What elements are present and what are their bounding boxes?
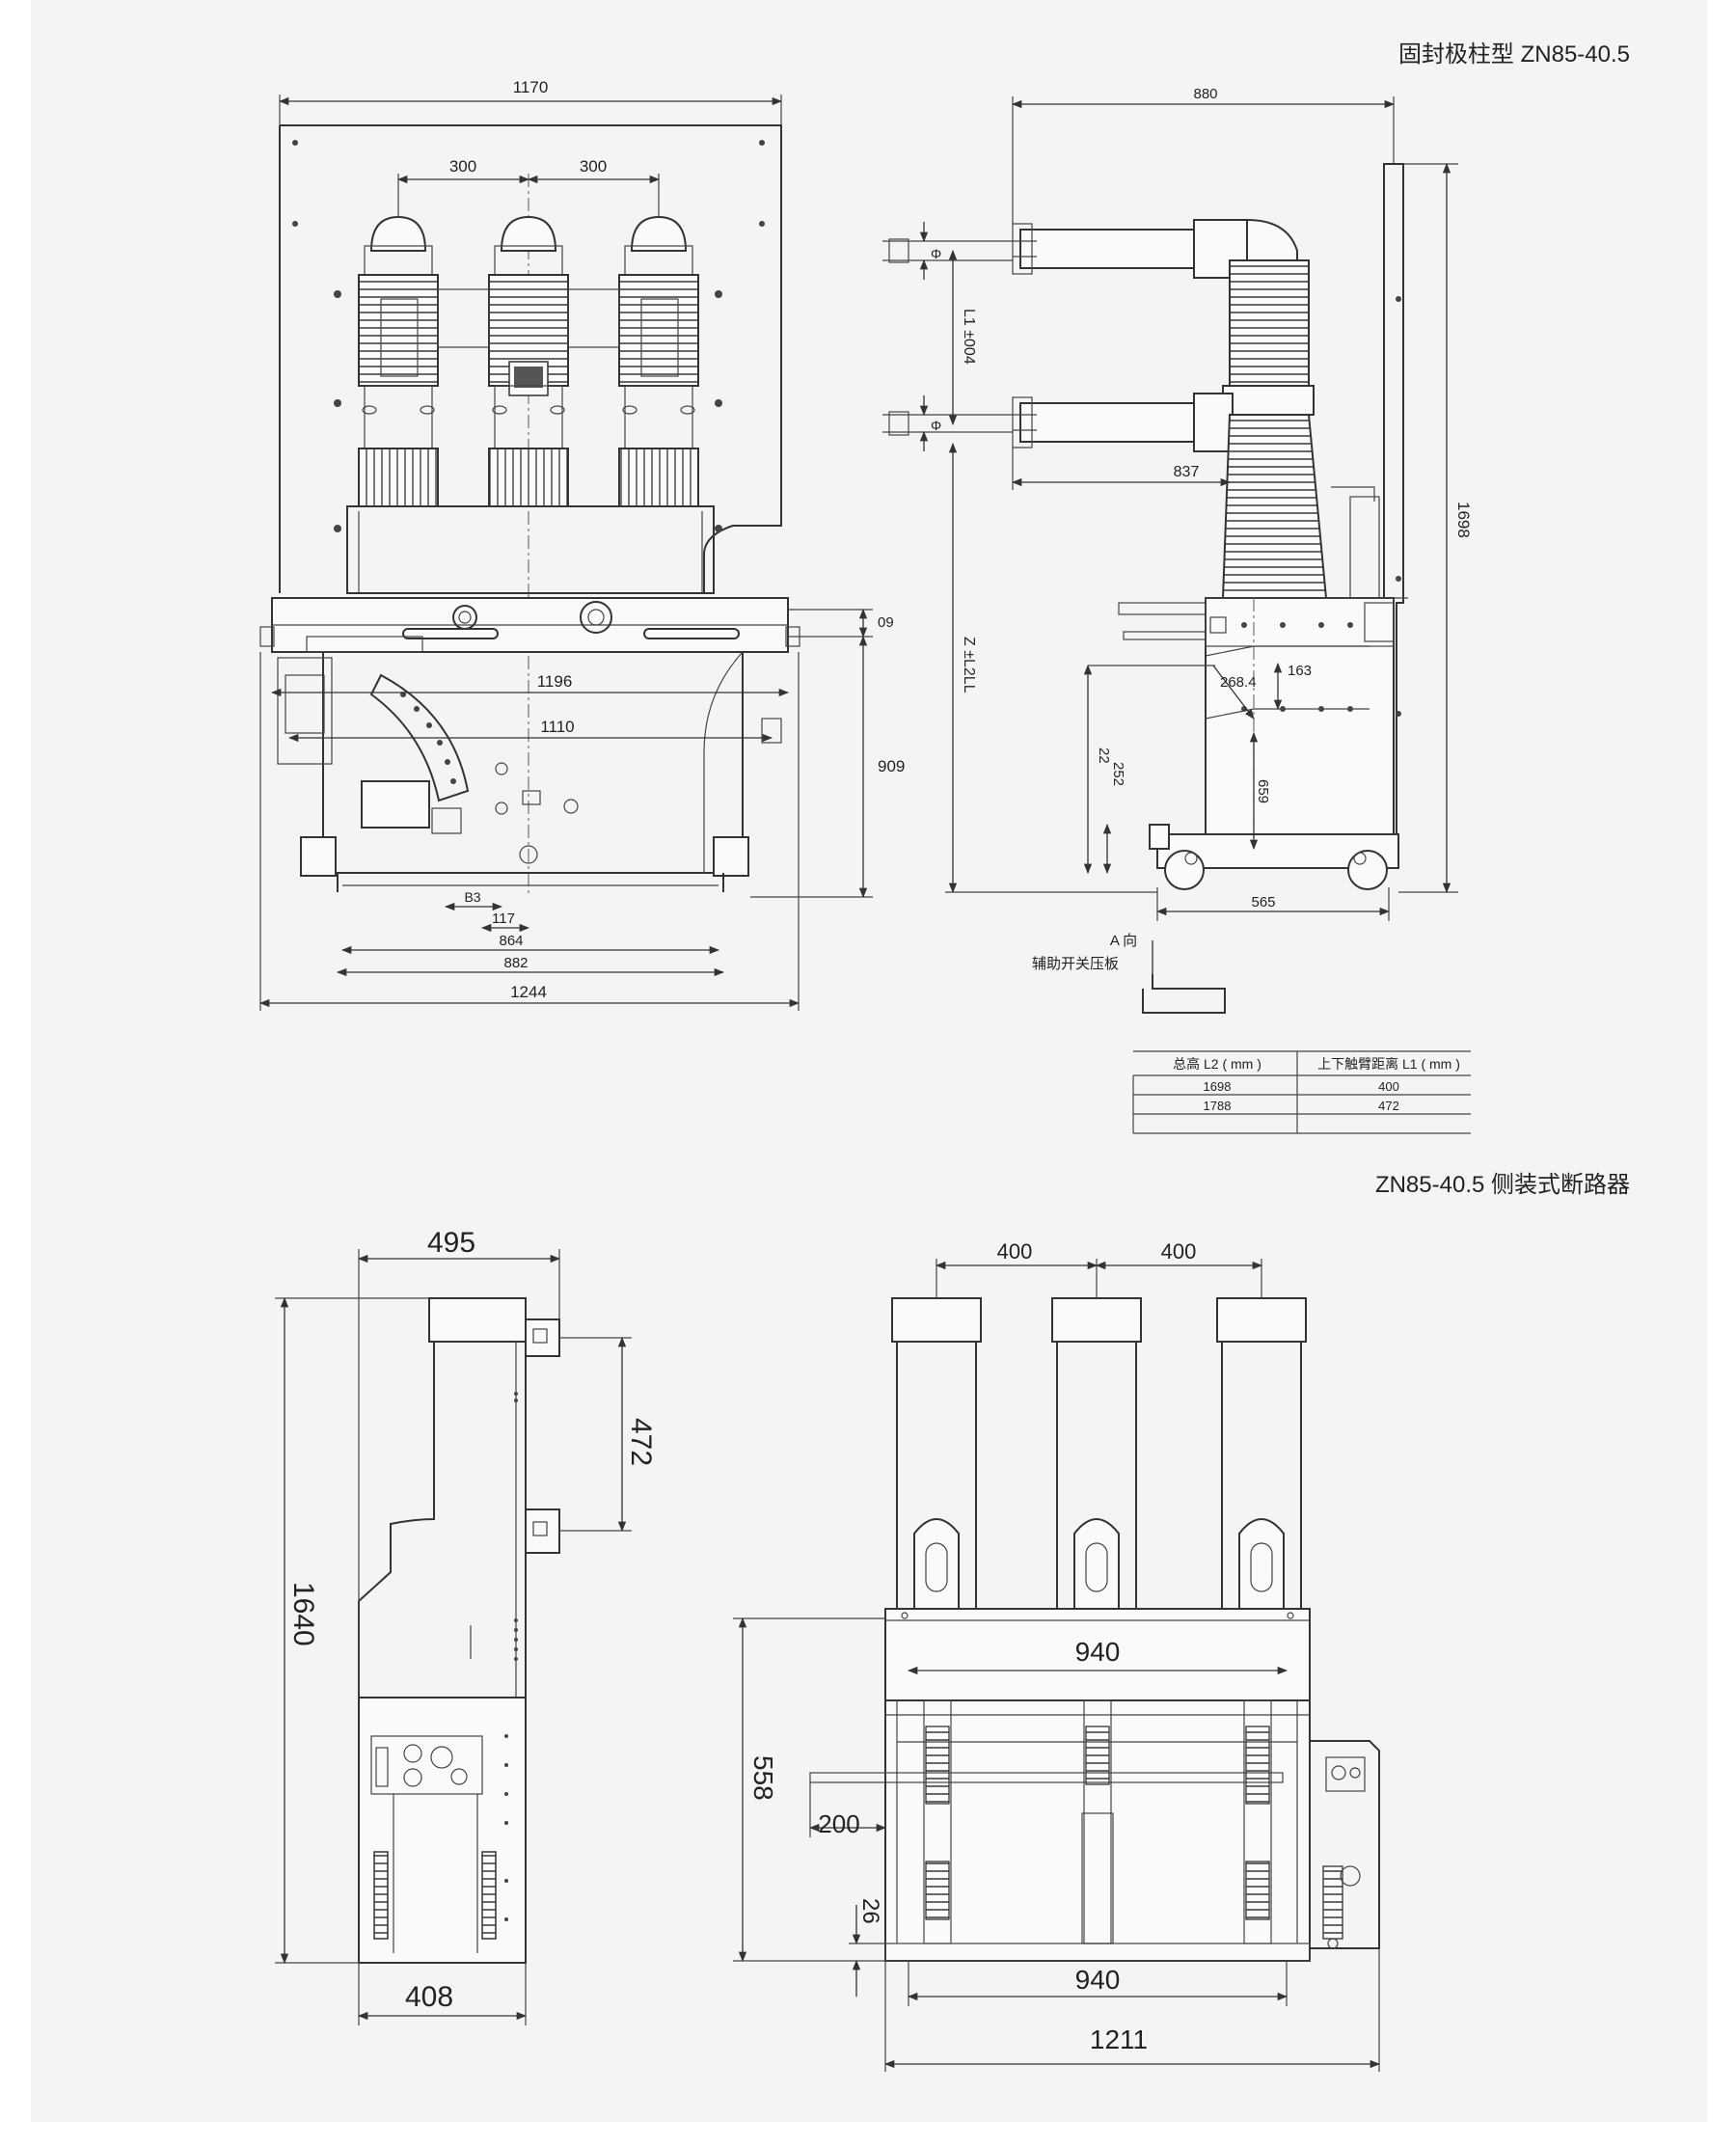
dim-09: 09	[878, 614, 894, 631]
dim-558: 558	[748, 1755, 778, 1801]
front-view-bottom	[809, 1297, 1380, 1962]
side-view-top	[1012, 163, 1408, 890]
upper-arm	[1019, 229, 1195, 269]
dim-408: 408	[405, 1981, 453, 2013]
dim-268: 268.4	[1220, 674, 1257, 691]
dim-163: 163	[1288, 663, 1312, 679]
phi-lower: Φ	[931, 418, 941, 433]
dim-26: 26	[857, 1898, 883, 1924]
spec-table: 上下触臂距离 L1 ( mm ) 总高 L2 ( mm ) 400 1698 4…	[1132, 1050, 1471, 1134]
dim-l1: L1 ±004	[961, 309, 977, 365]
dim-1244: 1244	[510, 983, 547, 1001]
dim-1196: 1196	[537, 672, 573, 691]
dim-495: 495	[427, 1227, 475, 1259]
drawing-sheet	[31, 0, 1707, 2122]
pole-right	[618, 215, 699, 507]
table-cell: 400	[1378, 1079, 1399, 1094]
lower-arm	[1019, 402, 1195, 443]
table-header-l1: 上下触臂距离 L1 ( mm )	[1317, 1056, 1460, 1072]
dim-400-b: 400	[1161, 1239, 1197, 1264]
mechanism-body	[322, 652, 744, 874]
lower-bellows	[1221, 414, 1328, 599]
dim-837: 837	[1174, 464, 1200, 480]
table-cell: 1698	[1204, 1079, 1232, 1094]
dim-880: 880	[1193, 86, 1217, 102]
dims-front-top: 1170 300 300 1196 1110 B3 117 864 882 12…	[258, 78, 905, 1011]
title-bottom: ZN85-40.5 侧装式断路器	[1375, 1172, 1630, 1198]
dim-300-a: 300	[449, 157, 476, 176]
phi-upper: Φ	[931, 246, 941, 261]
dim-252: 252	[1110, 762, 1126, 786]
bottom-pole-middle	[1051, 1297, 1142, 1610]
arc-plate	[369, 673, 470, 802]
title-top: 固封极柱型 ZN85-40.5	[1398, 41, 1630, 68]
front-view-top	[259, 124, 800, 897]
dim-565: 565	[1251, 894, 1275, 910]
crossbar	[884, 1608, 1311, 1701]
dim-300-b: 300	[580, 157, 607, 176]
dims-side-bottom: 495 472 1640 408	[275, 1227, 657, 2025]
dim-940-lower: 940	[1075, 1965, 1121, 1995]
dim-659: 659	[1255, 779, 1271, 803]
dims-front-bottom: 400 400 940 558 200 26 940 1211	[733, 1239, 1381, 2072]
table-cell: 1788	[1204, 1099, 1232, 1113]
dim-864: 864	[499, 933, 523, 949]
dim-1211: 1211	[1090, 2025, 1148, 2054]
dim-940-upper: 940	[1075, 1637, 1121, 1667]
dims-side-top: 880 Φ Φ L1 ±004 837 1698 Z ±L2LL 163 268…	[882, 86, 1473, 1014]
dim-l2: Z ±L2LL	[961, 637, 977, 693]
dim-1640: 1640	[287, 1582, 319, 1646]
dim-22: 22	[1096, 747, 1112, 764]
bottom-pole-left	[891, 1297, 982, 1610]
side-mechanism	[1205, 597, 1395, 835]
side-view-bottom	[358, 1297, 560, 1964]
dim-882: 882	[503, 955, 528, 971]
table-header-l2: 总高 L2 ( mm )	[1173, 1056, 1261, 1072]
dim-b3: B3	[464, 889, 480, 905]
dim-117: 117	[492, 910, 515, 927]
a-direction: A 向	[1110, 933, 1137, 949]
dim-909: 909	[878, 757, 905, 775]
dim-472: 472	[625, 1418, 657, 1466]
pole-middle	[488, 215, 569, 507]
aux-switch-label: 辅助开关压板	[1032, 955, 1119, 972]
upper-bellows	[1229, 259, 1310, 396]
dim-1698: 1698	[1454, 502, 1473, 538]
pole-left	[358, 215, 439, 507]
dim-1110: 1110	[540, 718, 574, 736]
dim-400-a: 400	[997, 1239, 1033, 1264]
bottom-pole-right	[1216, 1297, 1307, 1610]
dim-200: 200	[818, 1809, 859, 1838]
table-cell: 472	[1378, 1099, 1399, 1113]
dim-1170: 1170	[513, 78, 549, 96]
back-panel	[280, 124, 782, 593]
